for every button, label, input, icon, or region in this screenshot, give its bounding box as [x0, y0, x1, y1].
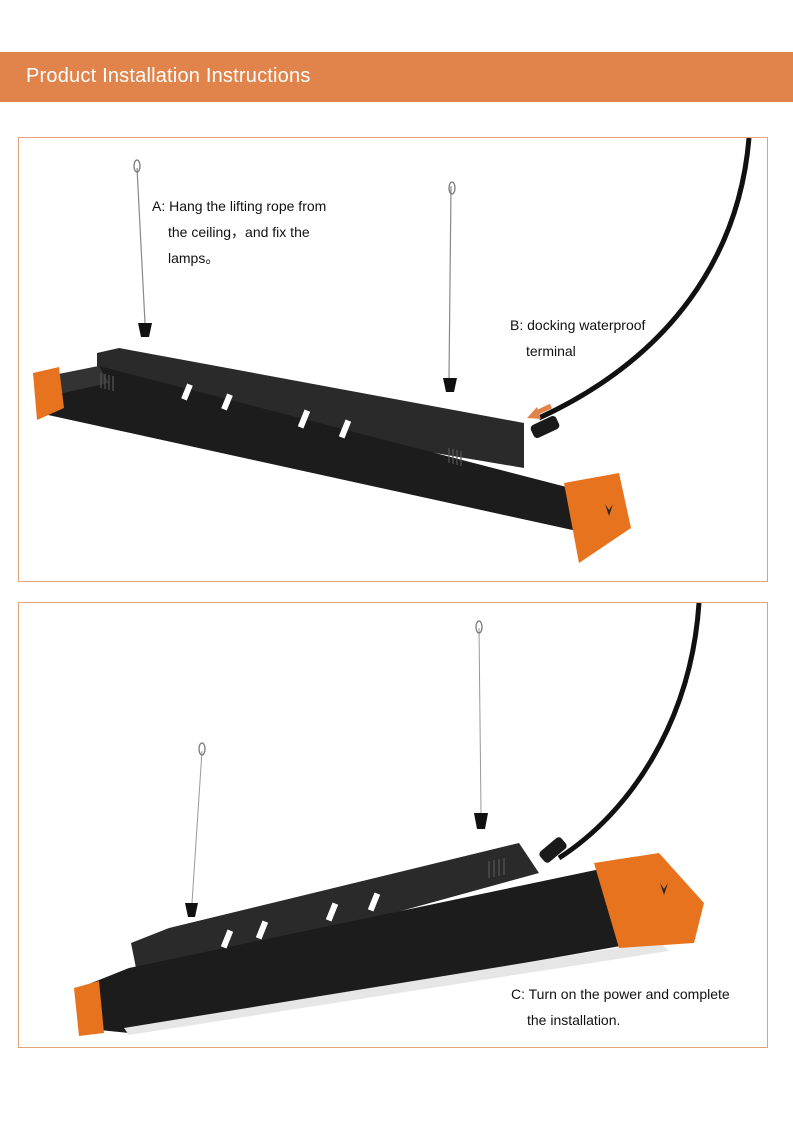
page-title: Product Installation Instructions — [26, 65, 311, 87]
step-b-line-2: terminal — [526, 343, 576, 359]
power-cable — [557, 603, 702, 861]
step-a-line-3: lamps。 — [168, 250, 220, 266]
step-c-note: C: Turn on the power and complete the in… — [511, 981, 730, 1033]
cannabis-leaf-icon — [660, 883, 668, 895]
lamp-end-cap-right — [594, 853, 704, 948]
insert-arrow-icon — [527, 403, 553, 419]
cannabis-leaf-icon — [605, 504, 613, 516]
hanging-rope-left — [136, 167, 146, 324]
installation-step-panel-1: A: Hang the lifting rope from the ceilin… — [18, 137, 768, 582]
step-b-line-1: B: docking waterproof — [510, 317, 646, 333]
step-a-note: A: Hang the lifting rope from the ceilin… — [152, 193, 326, 271]
lamp-illustration-1 — [33, 138, 752, 563]
waterproof-connector — [530, 416, 560, 438]
hanging-rope-left — [191, 750, 203, 904]
led-diffuser — [124, 941, 669, 1035]
lamp-end-cap-left — [74, 981, 104, 1036]
hook-icon — [198, 620, 483, 756]
header-bar: Product Installation Instructions — [0, 52, 793, 102]
waterproof-connector — [539, 837, 567, 863]
rope-ratchet-icon — [185, 813, 488, 917]
hanging-rope-right — [448, 185, 452, 379]
hook-icon — [133, 159, 456, 195]
lamp-end-cap-left — [33, 367, 64, 420]
step-c-line-1: C: Turn on the power and complete — [511, 986, 730, 1002]
hanging-rope-right — [478, 627, 482, 814]
led-linear-lamp — [33, 348, 631, 563]
rope-ratchet-icon — [138, 323, 457, 392]
step-c-line-2: the installation. — [527, 1012, 621, 1028]
step-a-line-2: the ceiling，and fix the — [168, 224, 310, 240]
lamp-end-cap-right — [564, 473, 631, 563]
power-cable — [537, 138, 752, 421]
lamp-illustration-2 — [74, 603, 704, 1036]
installation-step-panel-2: C: Turn on the power and complete the in… — [18, 602, 768, 1048]
step-b-note: B: docking waterproof terminal — [510, 312, 645, 364]
led-linear-lamp — [74, 843, 704, 1036]
step-a-line-1: A: Hang the lifting rope from — [152, 198, 327, 214]
